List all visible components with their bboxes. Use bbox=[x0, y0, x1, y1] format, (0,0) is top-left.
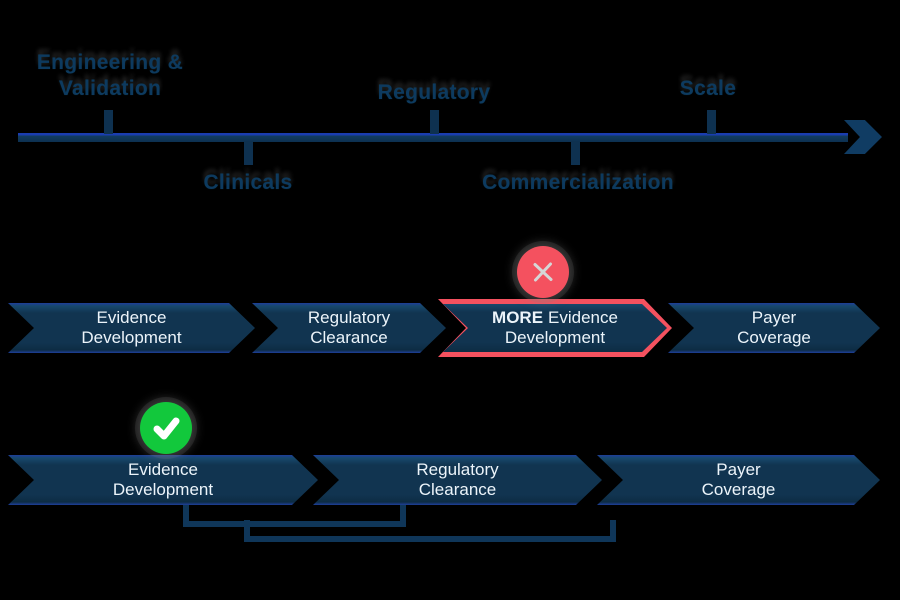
timeline-label-line1: Engineering & bbox=[36, 51, 184, 74]
segment-label-text: Evidence bbox=[548, 308, 618, 327]
timeline-tick-commercialization bbox=[571, 141, 580, 165]
timeline-axis bbox=[18, 133, 848, 142]
feedback-loop-bracket-outer bbox=[244, 520, 616, 542]
segment-label-line2: Clearance bbox=[418, 480, 497, 499]
timeline-label-regulatory: Regulatory bbox=[377, 81, 491, 104]
flow2-segment-payer-coverage: Payer Coverage bbox=[597, 455, 880, 505]
segment-label-line2: Clearance bbox=[310, 328, 388, 347]
timeline-tick-clinicals bbox=[244, 141, 253, 165]
segment-label-line1: Regulatory bbox=[416, 460, 499, 479]
timeline-tick-scale bbox=[707, 110, 716, 134]
flow2-segment-regulatory-clearance: Regulatory Clearance bbox=[313, 455, 602, 505]
flow1-segment-payer-coverage: Payer Coverage bbox=[668, 303, 880, 353]
segment-label-line1: Regulatory bbox=[307, 308, 391, 327]
segment-label-line2: Development bbox=[504, 328, 606, 347]
segment-label-emphasis: MORE bbox=[492, 308, 544, 327]
check-circle-icon bbox=[140, 402, 192, 454]
timeline-tick-engineering bbox=[104, 110, 113, 134]
segment-label-line1: Evidence bbox=[128, 460, 198, 479]
flow1-segment-evidence-development: Evidence Development bbox=[8, 303, 255, 353]
segment-label-line2: Coverage bbox=[737, 328, 811, 347]
segment-label-line1: Payer bbox=[716, 460, 761, 479]
timeline-tick-regulatory bbox=[430, 110, 439, 134]
flow1-segment-regulatory-clearance: Regulatory Clearance bbox=[252, 303, 446, 353]
timeline-label-commercialization: Commercialization bbox=[482, 171, 674, 194]
segment-label-line1: Payer bbox=[751, 308, 797, 327]
timeline-label-line2: Validation bbox=[58, 77, 162, 100]
timeline-label-scale: Scale bbox=[679, 77, 737, 100]
timeline-label-engineering-validation: Engineering & Validation bbox=[10, 50, 210, 102]
segment-label-line2: Development bbox=[112, 480, 214, 499]
timeline-label-clinicals: Clinicals bbox=[203, 171, 293, 194]
flow2-segment-evidence-development: Evidence Development bbox=[8, 455, 318, 505]
feedback-loop-bracket-inner bbox=[183, 505, 406, 527]
segment-label-line2: Development bbox=[81, 328, 182, 347]
x-circle-icon bbox=[517, 246, 569, 298]
segment-label-line2: Coverage bbox=[701, 480, 776, 499]
segment-label-line1: Evidence bbox=[96, 308, 167, 327]
arrow-right-icon bbox=[844, 120, 882, 154]
